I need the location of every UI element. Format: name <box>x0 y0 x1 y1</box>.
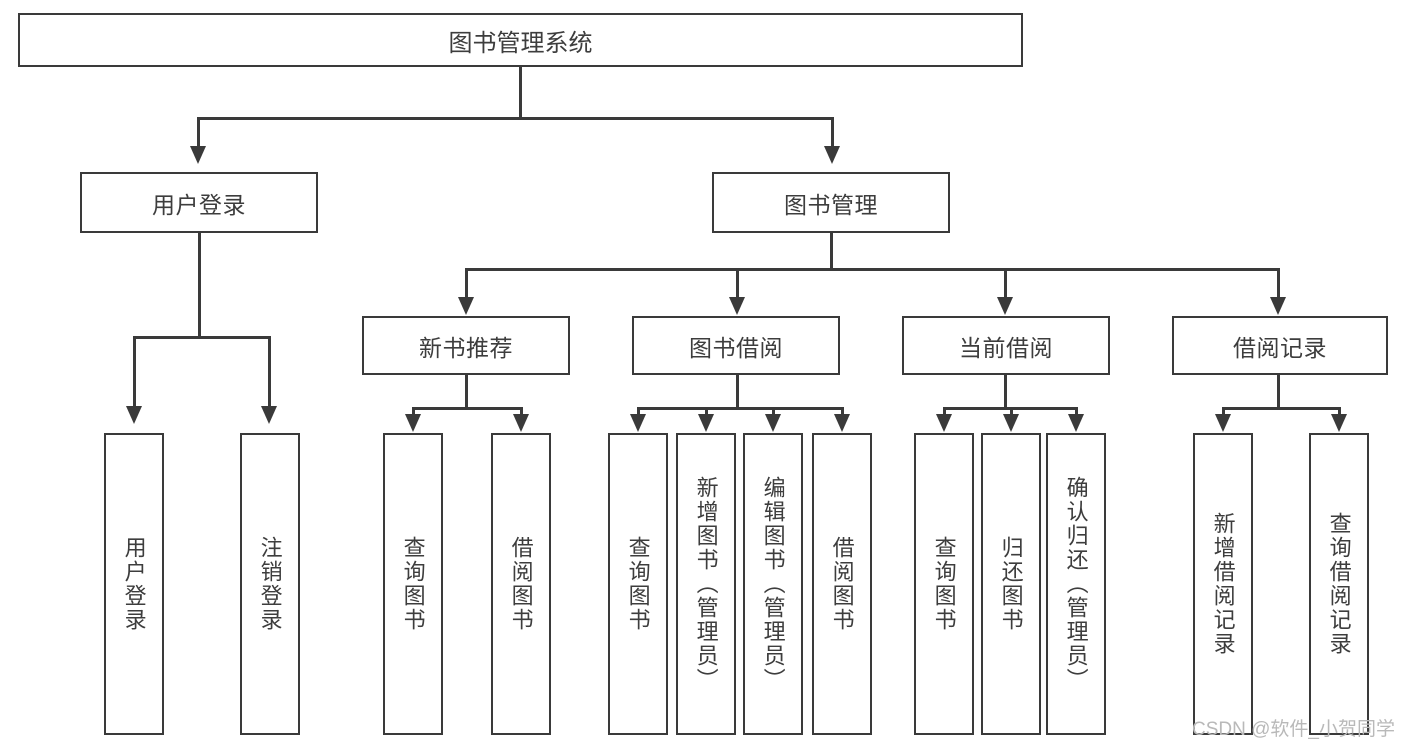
connector-newbook-stem <box>465 375 468 409</box>
node-label: 编辑图书（管理员） <box>760 476 786 692</box>
connector-root-bus <box>197 117 833 120</box>
arrowhead-borrow-record <box>1270 297 1286 315</box>
node-label: 归还图书 <box>998 536 1024 632</box>
node-label: 图书借阅 <box>689 334 783 361</box>
node-leaf-edit-book[interactable]: 编辑图书（管理员） <box>743 433 803 735</box>
node-book-management[interactable]: 图书管理 <box>712 172 950 233</box>
connector-bookmgmt-to-borrowrecord <box>1277 268 1280 300</box>
connector-bookmgmt-to-currentborrow <box>1004 268 1007 300</box>
connector-newbook-bus <box>412 407 522 410</box>
node-current-borrow[interactable]: 当前借阅 <box>902 316 1110 375</box>
node-root-system[interactable]: 图书管理系统 <box>18 13 1023 67</box>
arrowhead-leaf-return-book <box>1003 414 1019 432</box>
node-leaf-query-book-1[interactable]: 查询图书 <box>383 433 443 735</box>
node-label: 借阅图书 <box>829 536 855 632</box>
node-label: 确认归还（管理员） <box>1063 476 1089 692</box>
node-label: 借阅记录 <box>1233 334 1327 361</box>
arrowhead-leaf-confirm-return <box>1068 414 1084 432</box>
node-leaf-query-book-2[interactable]: 查询图书 <box>608 433 668 735</box>
connector-borrowrecord-bus <box>1222 407 1340 410</box>
connector-root-to-userlogin <box>197 117 200 149</box>
node-label: 用户登录 <box>152 191 246 218</box>
node-label: 查询借阅记录 <box>1326 512 1352 656</box>
node-leaf-add-record[interactable]: 新增借阅记录 <box>1193 433 1253 735</box>
connector-root-to-bookmgmt <box>831 117 834 149</box>
arrowhead-leaf-user-login <box>126 406 142 424</box>
arrowhead-current-borrow <box>997 297 1013 315</box>
connector-bookmgmt-bus <box>465 268 1279 271</box>
node-leaf-query-record[interactable]: 查询借阅记录 <box>1309 433 1369 735</box>
node-new-book-recommend[interactable]: 新书推荐 <box>362 316 570 375</box>
connector-borrowrecord-to-leaf1 <box>1222 407 1225 419</box>
arrowhead-to-bookmgmt <box>824 146 840 164</box>
node-label: 新书推荐 <box>419 334 513 361</box>
arrowhead-leaf-query-book-1 <box>405 414 421 432</box>
node-leaf-logout-login[interactable]: 注销登录 <box>240 433 300 735</box>
arrowhead-to-userlogin <box>190 146 206 164</box>
connector-borrowrecord-to-leaf2 <box>1338 407 1341 419</box>
node-label: 查询图书 <box>931 536 957 632</box>
node-label: 图书管理 <box>784 191 878 218</box>
connector-newbook-to-leaf2 <box>520 407 523 419</box>
connector-bookmgmt-to-bookborrow <box>736 268 739 300</box>
node-leaf-add-book[interactable]: 新增图书（管理员） <box>676 433 736 735</box>
node-label: 新增图书（管理员） <box>693 476 719 692</box>
connector-currentborrow-to-leaf2 <box>1010 407 1013 419</box>
node-label: 图书管理系统 <box>448 29 593 57</box>
arrowhead-leaf-query-record <box>1331 414 1347 432</box>
arrowhead-leaf-query-book-3 <box>936 414 952 432</box>
node-user-login[interactable]: 用户登录 <box>80 172 318 233</box>
connector-newbook-to-leaf1 <box>412 407 415 419</box>
connector-bookborrow-stem <box>736 375 739 409</box>
connector-userlogin-bus <box>133 336 270 339</box>
node-leaf-user-login[interactable]: 用户登录 <box>104 433 164 735</box>
connector-userlogin-stem <box>198 233 201 338</box>
connector-bookmgmt-stem <box>830 233 833 270</box>
node-leaf-borrow-book-1[interactable]: 借阅图书 <box>491 433 551 735</box>
connector-bookborrow-bus <box>637 407 843 410</box>
connector-bookborrow-to-leaf2 <box>705 407 708 419</box>
node-label: 注销登录 <box>257 536 283 632</box>
node-label: 当前借阅 <box>959 334 1053 361</box>
arrowhead-leaf-borrow-book-2 <box>834 414 850 432</box>
connector-borrowrecord-stem <box>1277 375 1280 409</box>
node-label: 用户登录 <box>121 536 147 632</box>
node-label: 新增借阅记录 <box>1210 512 1236 656</box>
arrowhead-leaf-edit-book <box>765 414 781 432</box>
arrowhead-new-book-recommend <box>458 297 474 315</box>
connector-bookmgmt-to-newbook <box>465 268 468 300</box>
node-leaf-query-book-3[interactable]: 查询图书 <box>914 433 974 735</box>
connector-bookborrow-to-leaf1 <box>637 407 640 419</box>
arrowhead-leaf-borrow-book-1 <box>513 414 529 432</box>
arrowhead-leaf-add-book <box>698 414 714 432</box>
arrowhead-leaf-query-book-2 <box>630 414 646 432</box>
connector-userlogin-to-leaf2 <box>268 336 271 408</box>
node-label: 查询图书 <box>400 536 426 632</box>
connector-bookborrow-to-leaf4 <box>841 407 844 419</box>
connector-root-stem <box>519 67 522 119</box>
arrowhead-book-borrow <box>729 297 745 315</box>
node-label: 查询图书 <box>625 536 651 632</box>
arrowhead-leaf-add-record <box>1215 414 1231 432</box>
connector-currentborrow-to-leaf3 <box>1075 407 1078 419</box>
connector-bookborrow-to-leaf3 <box>772 407 775 419</box>
node-borrow-record[interactable]: 借阅记录 <box>1172 316 1388 375</box>
connector-currentborrow-stem <box>1004 375 1007 409</box>
node-leaf-return-book[interactable]: 归还图书 <box>981 433 1041 735</box>
node-leaf-confirm-return[interactable]: 确认归还（管理员） <box>1046 433 1106 735</box>
node-book-borrow[interactable]: 图书借阅 <box>632 316 840 375</box>
connector-currentborrow-to-leaf1 <box>943 407 946 419</box>
node-label: 借阅图书 <box>508 536 534 632</box>
connector-userlogin-to-leaf1 <box>133 336 136 408</box>
arrowhead-leaf-logout-login <box>261 406 277 424</box>
node-leaf-borrow-book-2[interactable]: 借阅图书 <box>812 433 872 735</box>
